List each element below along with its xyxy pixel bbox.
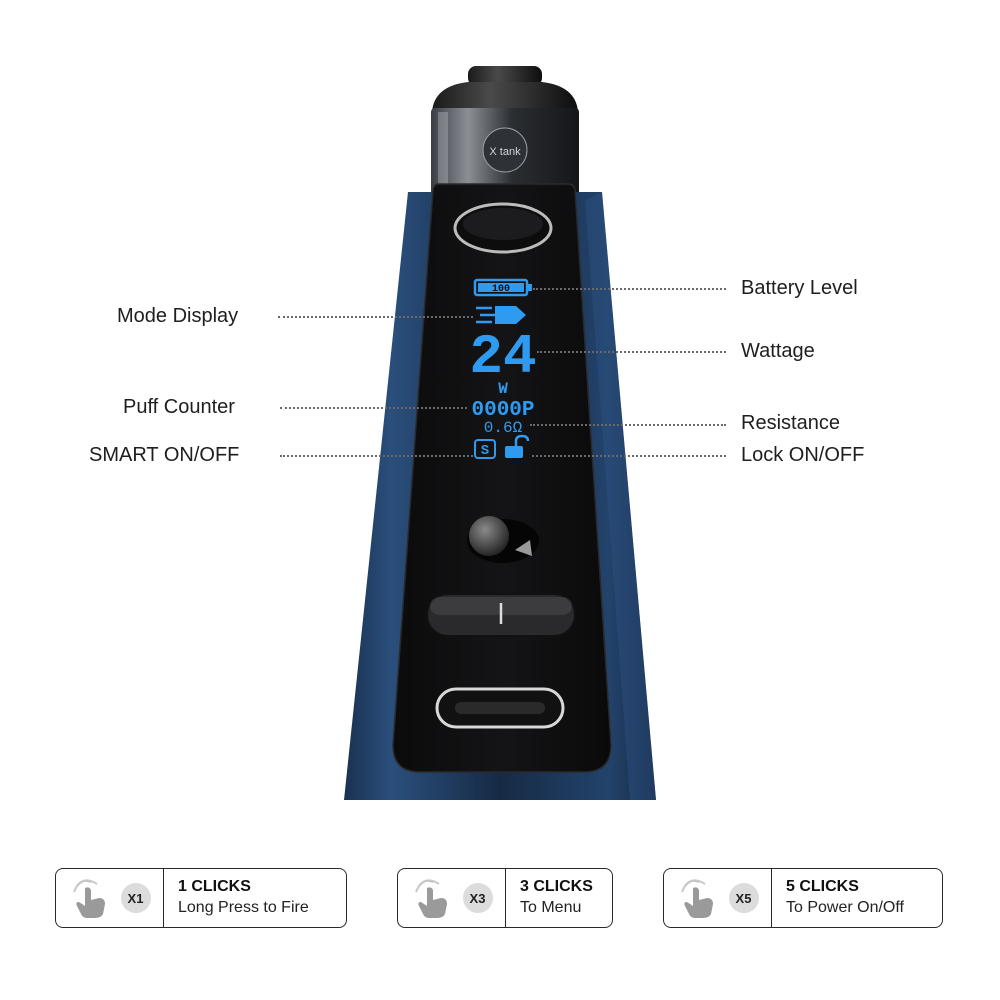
click-title: 1 CLICKS (178, 878, 251, 895)
tank-logo-text: X tank (489, 146, 521, 158)
label-resistance: Resistance (741, 412, 840, 434)
click-count-badge: X1 (120, 883, 151, 913)
leader-puff-counter (280, 407, 467, 409)
label-wattage: Wattage (741, 340, 815, 362)
wattage-value: 24 (469, 325, 536, 389)
leader-smart (280, 455, 473, 457)
tap-hand-icon (414, 879, 447, 918)
oled-screen: 100 24 W 0000P 0.6Ω S (469, 278, 537, 459)
leader-wattage (537, 351, 726, 353)
click-count-badge: X5 (728, 883, 759, 913)
click-title: 5 CLICKS (786, 878, 859, 895)
puff-value: 0000P (471, 399, 534, 422)
leader-lock (532, 455, 726, 457)
airflow-slider-knob (469, 516, 509, 556)
mode-rocket-icon (476, 306, 526, 324)
leader-resistance (530, 424, 726, 426)
smart-s-icon (474, 439, 496, 459)
click-description: Long Press to Fire (178, 899, 309, 916)
click-card-3: X3 3 CLICKS To Menu (397, 868, 613, 928)
lock-icon (505, 434, 530, 458)
click-title: 3 CLICKS (520, 878, 593, 895)
leader-mode-display (278, 316, 473, 318)
label-smart: SMART ON/OFF (89, 444, 240, 466)
click-description: To Menu (520, 899, 582, 916)
tap-hand-icon (680, 879, 713, 918)
battery-value: 100 (492, 284, 510, 295)
resistance-value: 0.6Ω (484, 419, 523, 437)
tank-logo-badge (482, 127, 528, 173)
label-battery-level: Battery Level (741, 277, 858, 299)
label-mode-display: Mode Display (117, 305, 239, 327)
label-puff-counter: Puff Counter (123, 396, 235, 418)
wattage-unit: W (498, 380, 508, 398)
drip-tip (468, 66, 542, 86)
click-card-1: X1 1 CLICKS Long Press to Fire (55, 868, 347, 928)
tap-hand-icon (72, 879, 105, 918)
click-card-5: X5 5 CLICKS To Power On/Off (663, 868, 943, 928)
label-lock: Lock ON/OFF (741, 444, 865, 466)
smart-symbol: S (481, 443, 489, 459)
click-count-badge: X3 (462, 883, 493, 913)
click-description: To Power On/Off (786, 899, 904, 916)
tank-top-cap (432, 82, 578, 112)
leader-battery-level (533, 288, 726, 290)
